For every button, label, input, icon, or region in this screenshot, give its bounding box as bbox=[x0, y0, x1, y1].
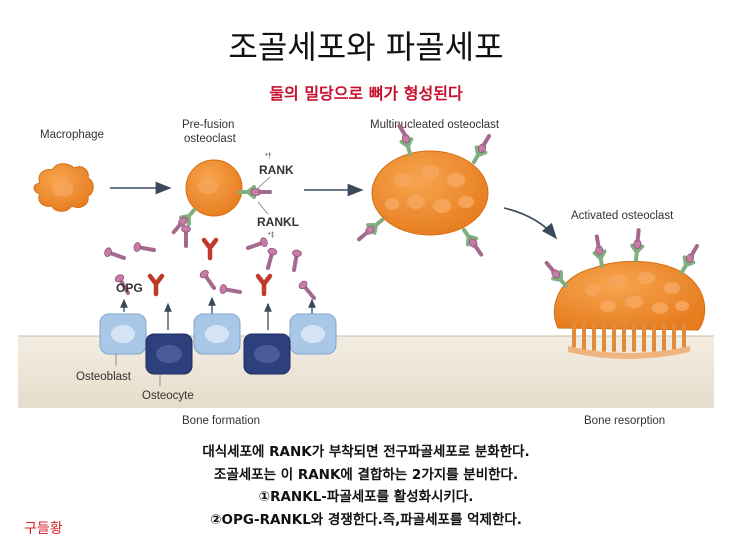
label-rank: RANK bbox=[259, 163, 294, 177]
label-bone-formation: Bone formation bbox=[182, 415, 260, 427]
label-multinucleated: Multinucleated osteoclast bbox=[370, 119, 500, 131]
label-prefusion-1: Pre-fusion bbox=[182, 119, 234, 131]
label-opg: OPG bbox=[116, 281, 143, 295]
page-title: 조골세포와 파골세포 bbox=[228, 28, 504, 66]
macrophage-cell bbox=[33, 163, 94, 212]
label-bone-resorption: Bone resorption bbox=[584, 415, 665, 427]
author-credit: 구들황 bbox=[24, 521, 63, 537]
label-prefusion-2: osteoclast bbox=[184, 133, 237, 145]
label-macrophage: Macrophage bbox=[40, 129, 104, 141]
secretion-arrows bbox=[120, 296, 316, 330]
label-osteoblast: Osteoblast bbox=[76, 371, 132, 383]
prefusion-osteoclast bbox=[171, 159, 272, 235]
opg-molecules bbox=[147, 237, 273, 297]
caption-line-1: 대식세포에 RANK가 부착되면 전구파골세포로 분화한다. bbox=[202, 444, 530, 460]
activated-osteoclast bbox=[544, 228, 706, 359]
multinucleated-osteoclast bbox=[357, 123, 491, 257]
caption-line-2: 조골세포는 이 RANK에 결합하는 2가지를 분비한다. bbox=[213, 466, 519, 483]
label-osteocyte: Osteocyte bbox=[142, 390, 194, 402]
label-rankl: RANKL bbox=[257, 215, 299, 229]
label-rank-mark: *† bbox=[265, 153, 272, 160]
osteoclast-diagram: Macrophage Pre-fusion osteoclast Multinu… bbox=[18, 119, 714, 427]
caption-line-3: ①RANKL-파골세포를 활성화시키다. bbox=[258, 489, 474, 505]
osteocyte-cells bbox=[145, 333, 291, 375]
caption: 대식세포에 RANK가 부착되면 전구파골세포로 분화한다. 조골세포는 이 R… bbox=[0, 441, 732, 531]
label-rankl-mark: *‡ bbox=[268, 232, 275, 239]
caption-line-4: ②OPG-RANKL와 경쟁한다.즉,파골세포를 억제한다. bbox=[210, 511, 522, 528]
osteoblast-cells bbox=[99, 313, 337, 355]
arrow-3 bbox=[503, 207, 558, 240]
label-activated: Activated osteoclast bbox=[571, 210, 674, 222]
page-subtitle: 둘의 밀당으로 뼈가 형성된다 bbox=[269, 84, 463, 103]
